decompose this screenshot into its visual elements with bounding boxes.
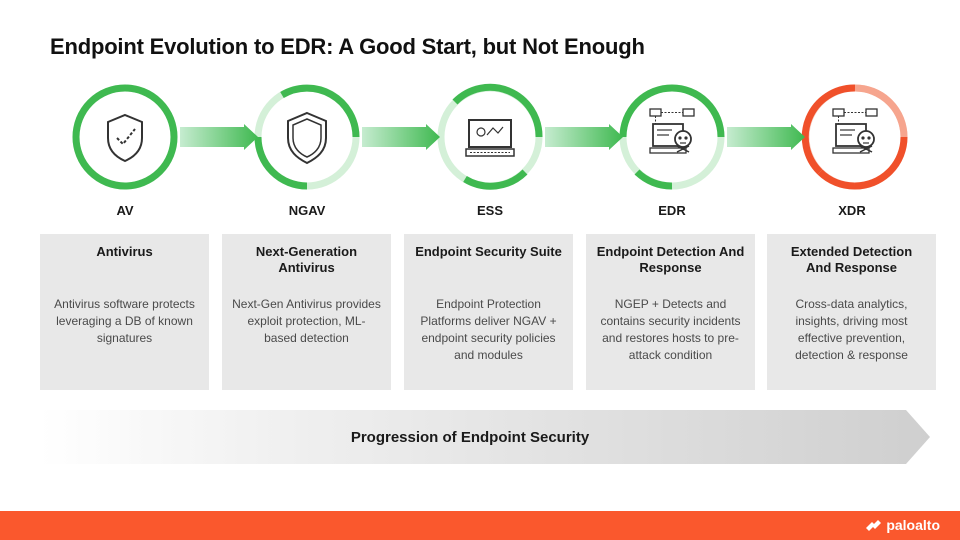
stage-abbr-av: AV xyxy=(116,203,134,218)
stage-card-xdr: Extended Detection And Response Cross-da… xyxy=(767,234,936,390)
arrow-right-icon xyxy=(727,124,805,150)
stage-card-av: Antivirus Antivirus software protects le… xyxy=(40,234,209,390)
stage-card-ngav: Next-Generation Antivirus Next-Gen Antiv… xyxy=(222,234,391,390)
stage-abbr-xdr: XDR xyxy=(838,203,866,218)
stage-xdr-ring xyxy=(800,82,910,192)
footer-bar: paloalto xyxy=(0,511,960,540)
stage-av-ring xyxy=(70,82,180,192)
card-description: Cross-data analytics, insights, driving … xyxy=(795,297,908,362)
card-title: Endpoint Security Suite xyxy=(415,244,562,259)
stage-ngav-ring xyxy=(252,82,362,192)
arrow-right-icon xyxy=(180,124,258,150)
stage-card-edr: Endpoint Detection And Response NGEP + D… xyxy=(586,234,755,390)
progression-arrow xyxy=(40,410,930,464)
progression-label: Progression of Endpoint Security xyxy=(350,428,590,446)
card-title: Antivirus xyxy=(96,244,153,259)
logo-text: paloalto xyxy=(886,517,940,533)
network-skull-icon xyxy=(649,108,695,154)
card-description: Endpoint Protection Platforms deliver NG… xyxy=(420,297,557,362)
stage-card-ess: Endpoint Security Suite Endpoint Protect… xyxy=(404,234,573,390)
arrow-right-icon xyxy=(545,124,623,150)
stage-ess-ring xyxy=(435,82,545,192)
shield-icon xyxy=(287,111,327,165)
card-description: NGEP + Detects and contains security inc… xyxy=(600,297,741,362)
card-title: Next-Generation Antivirus xyxy=(255,244,358,275)
stage-abbr-edr: EDR xyxy=(658,203,686,218)
stage-abbr-ngav: NGAV xyxy=(288,203,326,218)
monitor-icon xyxy=(465,119,515,157)
network-skull-icon xyxy=(832,108,878,154)
paloalto-logo-icon xyxy=(866,520,882,531)
card-title: Extended Detection And Response xyxy=(790,244,913,275)
card-title: Endpoint Detection And Response xyxy=(596,244,745,275)
card-description: Antivirus software protects leveraging a… xyxy=(54,297,195,345)
paloalto-logo: paloalto xyxy=(864,517,940,533)
shield-check-icon xyxy=(107,113,143,163)
card-description: Next-Gen Antivirus provides exploit prot… xyxy=(232,297,381,345)
stage-edr-ring xyxy=(617,82,727,192)
stage-abbr-ess: ESS xyxy=(476,203,503,218)
page-title: Endpoint Evolution to EDR: A Good Start,… xyxy=(50,34,645,59)
arrow-right-icon xyxy=(362,124,440,150)
